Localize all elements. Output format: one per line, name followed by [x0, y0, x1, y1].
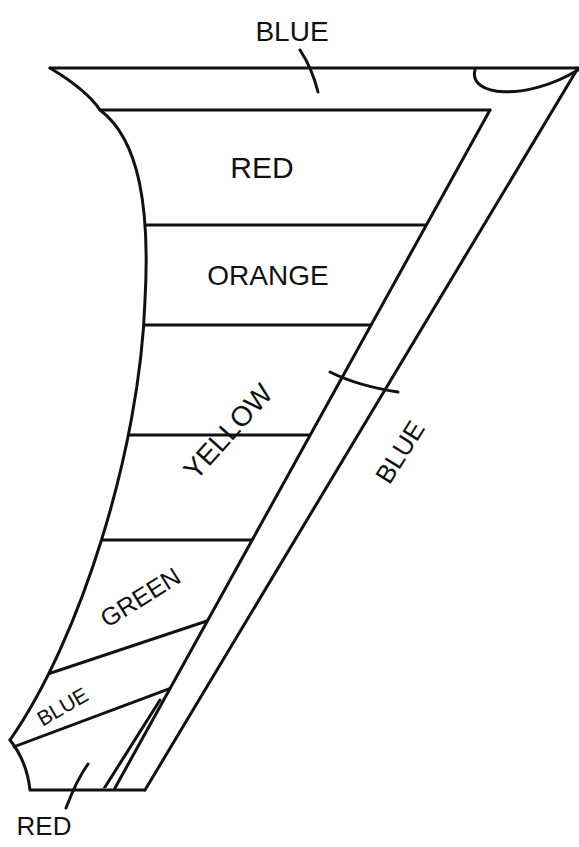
leader-line [330, 372, 398, 392]
band-name: RED [230, 153, 293, 183]
callout-label: BLUE [255, 18, 328, 46]
band-label-box: YELLOW [179, 379, 278, 484]
callout-label: RED [17, 813, 72, 839]
cap-top-edge [50, 67, 578, 70]
band-label-box: ORANGE [207, 262, 328, 290]
leader-line [300, 50, 318, 92]
cap-corner-curve [474, 70, 578, 92]
band-label-box: RED [230, 153, 293, 183]
band-name: ORANGE [207, 262, 328, 290]
callout-text: BLUE [255, 18, 328, 46]
inner-diagonal [115, 110, 490, 788]
band-dividers [0, 225, 579, 795]
band-label-box: GREEN [96, 563, 185, 631]
outer-diagonal [145, 68, 578, 790]
band-name: GREEN [96, 563, 185, 631]
left-curved-side [10, 110, 146, 740]
band-name: YELLOW [179, 379, 278, 484]
leader-line [66, 764, 88, 808]
callout-text: BLUE [371, 416, 429, 487]
callout-label: BLUE [371, 416, 429, 487]
cap-lower-edge [50, 68, 490, 110]
callout-text: RED [17, 813, 72, 839]
